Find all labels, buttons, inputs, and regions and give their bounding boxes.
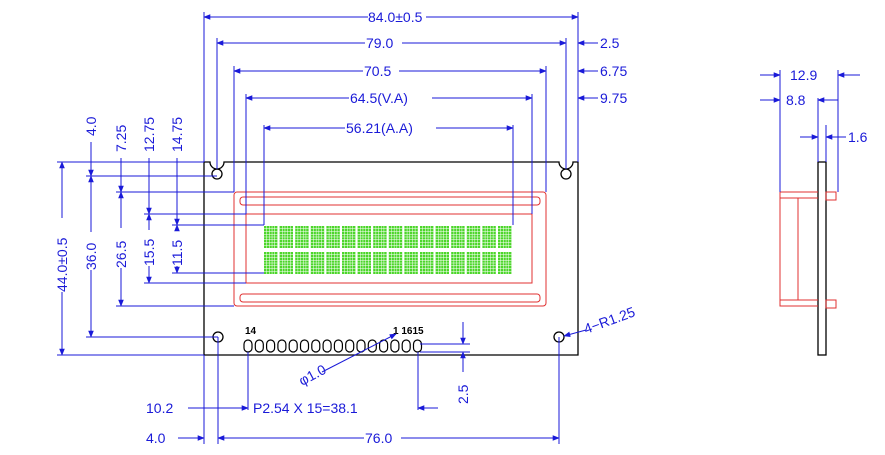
dim-pin-pitch: P2.54 X 15=38.1 [253,400,358,416]
dim-top-4-0: 4.0 [83,116,99,136]
side-tab-top [825,191,837,201]
side-bezel-outer [779,191,818,307]
side-view: 12.9 8.8 1.6 [760,67,868,356]
pin-header [243,339,423,353]
dim-hole-span: 76.0 [365,430,392,446]
side-bezel-inner [797,197,818,301]
mount-hole-top-right [560,168,572,180]
dim-hole-radius: 4−R1.25 [582,303,638,336]
pin [266,339,276,353]
dim-active-height: 11.5 [169,240,185,266]
dim-edge-9-75: 9.75 [600,90,627,106]
pin [367,339,377,353]
top-dimensions: 84.0±0.5 79.0 2.5 70.5 6.75 64.5(V.A) 9.… [203,9,627,225]
pin [412,339,423,353]
bezel-bottom-strip [239,293,541,303]
dim-bezel-width: 70.5 [364,63,391,79]
dim-pin-offset: 10.2 [146,400,173,416]
dim-total-thickness: 12.9 [790,67,817,83]
dim-top-12-75: 12.75 [141,117,157,152]
bottom-dimensions: 10.2 P2.54 X 15=38.1 4.0 76.0 2.5 φ1.0 4… [146,303,637,446]
dim-pin-length: 2.5 [455,384,471,404]
dim-view-area: 64.5(V.A) [350,90,408,106]
dim-overall-height: 44.0±0.5 [54,237,70,292]
dim-top-14-75: 14.75 [169,117,185,152]
dim-bezel-height: 26.5 [113,241,129,268]
pin [345,339,355,353]
pin-label-14: 14 [245,326,257,337]
bezel-outline [233,191,547,307]
bezel-top-strip [239,196,541,206]
dim-hole-pitch: 79.0 [366,35,393,51]
pcb-outline [203,161,579,356]
dim-top-7-25: 7.25 [113,125,129,152]
pin [390,339,400,353]
pin-label-1-16-15: 1 1615 [393,326,424,337]
mount-hole-top-left [211,168,223,180]
dim-module-depth: 8.8 [786,92,806,108]
side-tab-bottom [825,299,837,309]
pin [288,339,298,353]
dim-edge-4-0: 4.0 [146,430,166,446]
view-area-outline [245,213,533,284]
left-dimensions: 44.0±0.5 36.0 26.5 15.5 11.5 4.0 7.25 12… [54,116,264,356]
side-pcb [817,161,827,356]
pin [277,339,287,353]
dim-edge-2-5: 2.5 [600,35,620,51]
dim-overall-width: 84.0±0.5 [368,9,423,25]
dim-view-height: 15.5 [141,239,157,266]
dim-edge-6-75: 6.75 [600,63,627,79]
pin [311,339,321,353]
pin [322,339,332,353]
dim-hole-pitch-v: 36.0 [83,243,99,270]
dim-pcb-thickness: 1.6 [848,129,868,145]
pin [254,339,264,353]
dim-pin-diameter: φ1.0 [296,361,329,389]
pin [243,339,253,353]
dim-active-area: 56.21(A.A) [346,120,413,136]
pin [299,339,310,353]
pin [401,339,411,353]
front-view: 14 1 1615 [203,161,579,356]
pin [333,339,343,353]
character-grid [264,226,512,274]
